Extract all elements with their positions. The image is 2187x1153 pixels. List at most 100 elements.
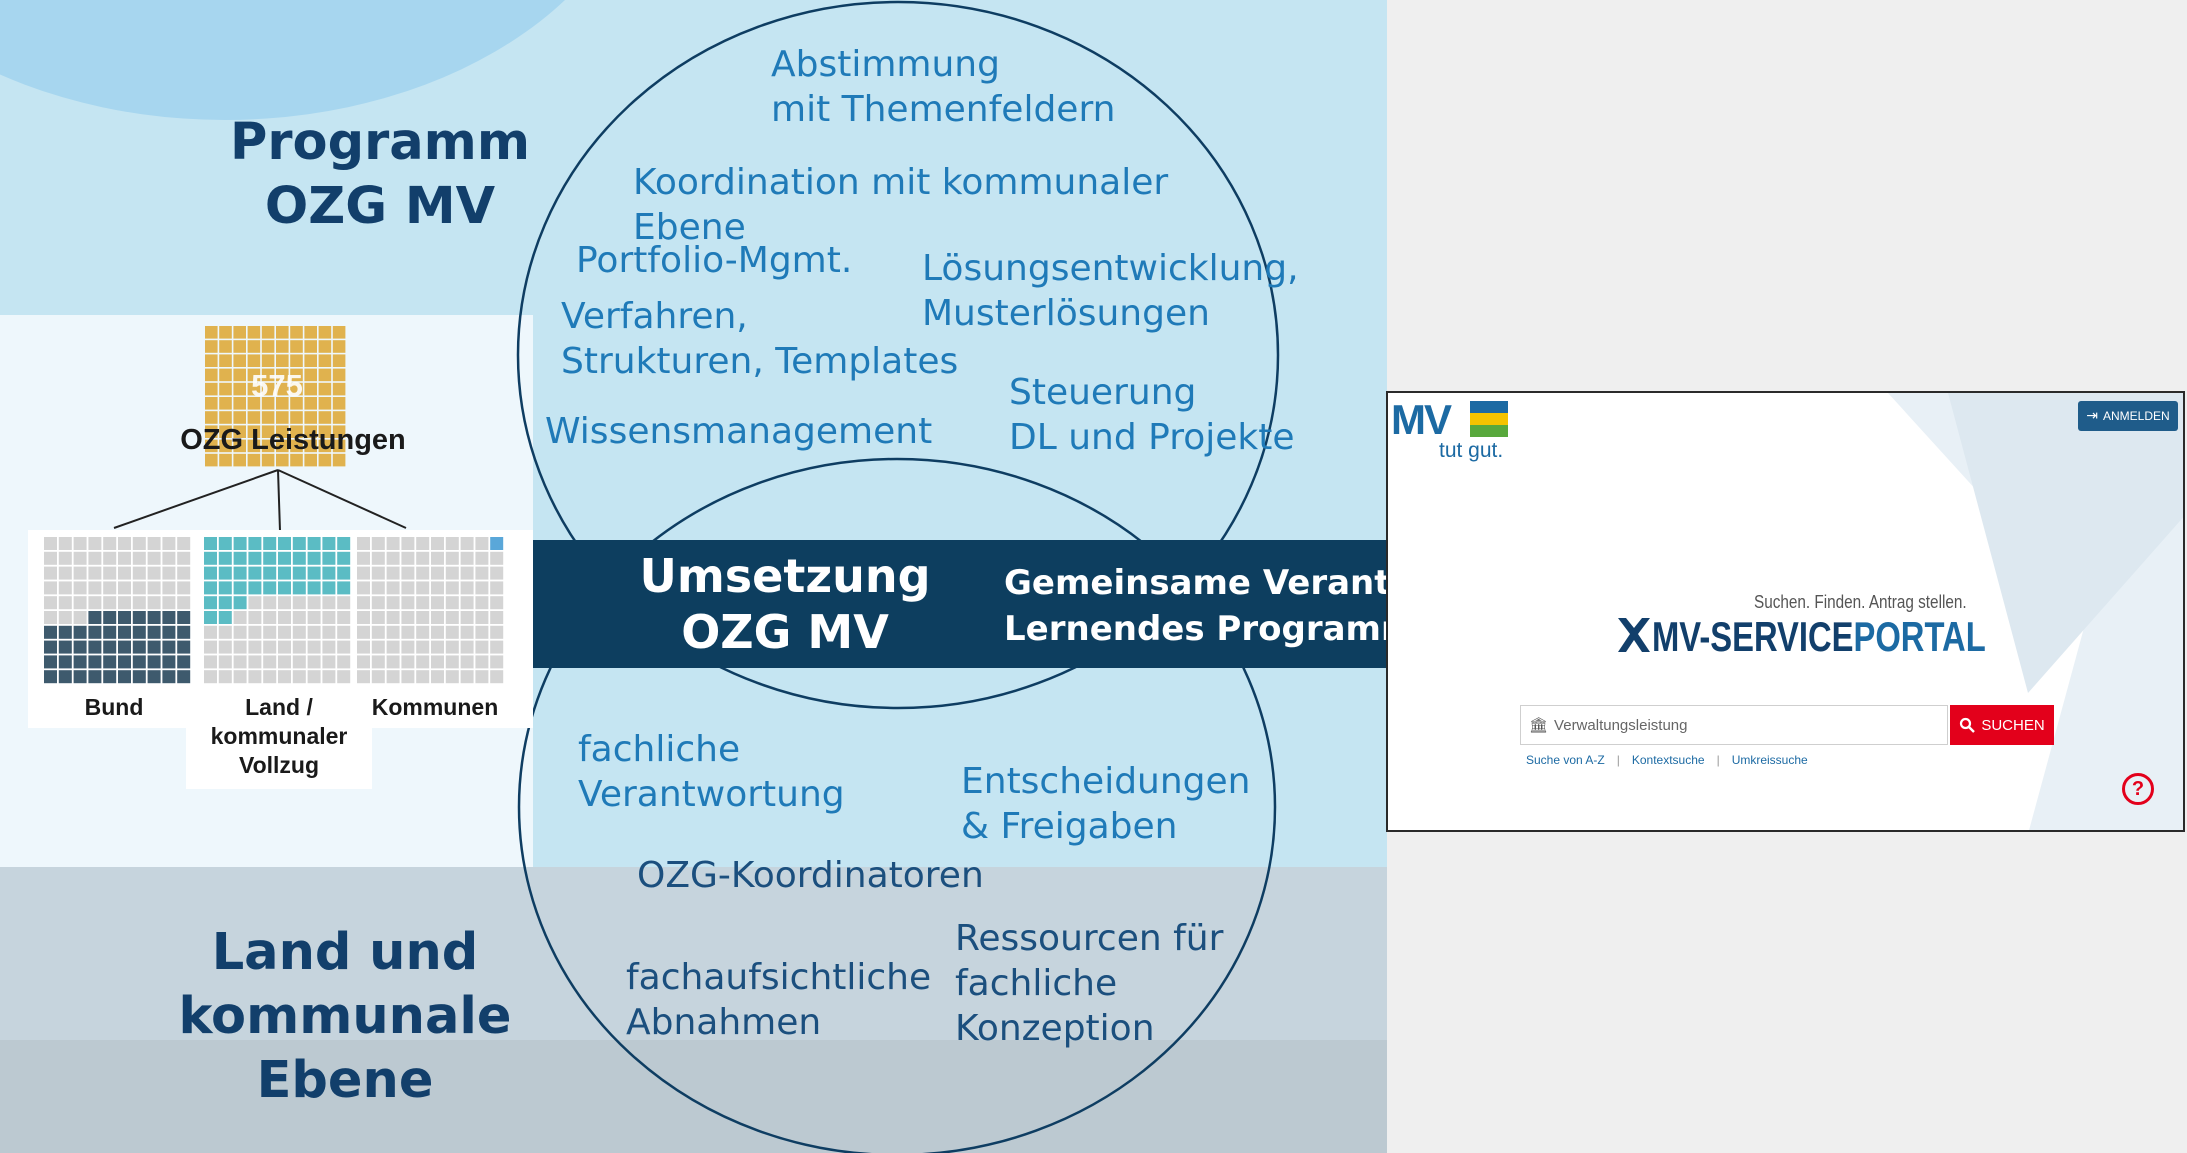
link-kontextsuche[interactable]: Kontextsuche — [1631, 753, 1705, 767]
bund-cell — [88, 655, 102, 669]
search-input[interactable]: Verwaltungsleistung — [1554, 716, 1688, 734]
kommunen-cell — [460, 537, 474, 550]
bund-cell — [147, 670, 161, 684]
kommunen-cell — [371, 640, 385, 654]
bund-cell — [118, 611, 131, 624]
bund-cell — [44, 566, 57, 580]
kommunen-cell — [445, 625, 459, 639]
land-cell — [233, 640, 247, 654]
gold-cell — [304, 354, 317, 367]
gold-cell — [290, 439, 303, 453]
land-cell — [204, 611, 217, 624]
bund-cell — [103, 625, 117, 639]
kommunen-cell — [371, 596, 385, 610]
bund-cell — [58, 596, 72, 610]
land-cell — [278, 537, 291, 550]
bund-cell — [58, 670, 72, 684]
kommunen-cell — [386, 655, 400, 669]
kommunen-cell — [445, 581, 459, 595]
bund-cell — [177, 625, 191, 639]
land-cell — [307, 596, 321, 610]
bund-cell — [147, 625, 161, 639]
bund-cell — [44, 537, 57, 550]
bund-cell — [132, 551, 146, 565]
gold-cell — [261, 411, 275, 424]
land-cell — [278, 566, 291, 580]
gold-cell — [276, 439, 289, 453]
land-cell — [233, 611, 247, 624]
gold-cell — [332, 326, 346, 339]
gold-cell — [247, 453, 261, 467]
bund-cell — [103, 596, 117, 610]
mv-logo-tagline: tut gut. — [1439, 439, 1504, 462]
land-cell — [322, 625, 336, 639]
land-cell — [218, 640, 232, 654]
land-cell — [292, 625, 306, 639]
bund-cell — [162, 655, 176, 669]
gold-cell — [219, 368, 232, 382]
gold-cell — [233, 397, 246, 410]
gold-cell — [233, 368, 246, 382]
ozg-label: OZG Leistungen — [180, 424, 406, 456]
gold-cell — [318, 425, 332, 438]
bund-cell — [73, 625, 87, 639]
kommunen-grid — [357, 537, 504, 684]
search-button[interactable]: SUCHEN — [1950, 705, 2054, 745]
bund-cell — [73, 640, 87, 654]
bund-cell — [58, 566, 72, 580]
land-cell — [263, 670, 277, 684]
land-cell — [263, 611, 277, 624]
gold-cell — [318, 354, 332, 367]
link-umkreissuche[interactable]: Umkreissuche — [1731, 753, 1808, 767]
mv-logo-flag — [1470, 401, 1508, 437]
gold-cell — [205, 368, 218, 382]
land-cell — [278, 596, 291, 610]
land-cell — [248, 596, 262, 610]
item-entscheidungen-line2: & Freigaben — [961, 806, 1178, 847]
help-icon[interactable]: ? — [2122, 773, 2154, 805]
gold-cell — [304, 453, 317, 467]
gold-cell — [261, 326, 275, 339]
land-cell — [233, 537, 247, 550]
kommunen-cell — [445, 655, 459, 669]
kommunen-cell — [357, 611, 370, 624]
land-cell — [307, 670, 321, 684]
kommunen-cell — [490, 581, 504, 595]
land-cell — [218, 537, 232, 550]
bund-cell — [103, 640, 117, 654]
bund-cell — [132, 596, 146, 610]
gold-cell — [247, 326, 261, 339]
gold-cell — [219, 382, 232, 396]
bund-cell — [103, 551, 117, 565]
bund-cell — [58, 611, 72, 624]
land-cell — [233, 625, 247, 639]
item-koordination-line2: Ebene — [633, 207, 746, 248]
land-cell — [307, 611, 321, 624]
kommunen-cell — [416, 596, 430, 610]
search-box[interactable]: 🏛 Verwaltungsleistung — [1520, 705, 1948, 745]
kommunen-cell — [431, 640, 444, 654]
login-button[interactable]: ⇥ ANMELDEN — [2078, 401, 2178, 431]
gold-cell — [276, 382, 289, 396]
bund-cell — [44, 596, 57, 610]
bund-cell — [147, 640, 161, 654]
kommunen-cell — [445, 670, 459, 684]
link-a-z[interactable]: Suche von A-Z — [1526, 753, 1605, 767]
gold-cell — [276, 397, 289, 410]
gold-cell — [332, 397, 346, 410]
mv-logo-text: MV — [1391, 396, 1452, 443]
item-fachaufsichtliche: fachaufsichtliche Abnahmen — [626, 955, 931, 1045]
bund-cell — [118, 581, 131, 595]
bund-cell — [147, 655, 161, 669]
kommunen-cell — [445, 566, 459, 580]
bund-cell — [73, 596, 87, 610]
gold-cell — [304, 326, 317, 339]
land-label-line3: Vollzug — [238, 752, 320, 778]
search-links: Suche von A-Z | Kontextsuche | Umkreissu… — [1526, 753, 1808, 767]
kommunen-cell — [357, 537, 370, 550]
bund-cell — [118, 655, 131, 669]
gold-cell — [205, 411, 218, 424]
building-icon: 🏛 — [1529, 716, 1549, 734]
gold-cell — [304, 439, 317, 453]
land-cell — [263, 596, 277, 610]
